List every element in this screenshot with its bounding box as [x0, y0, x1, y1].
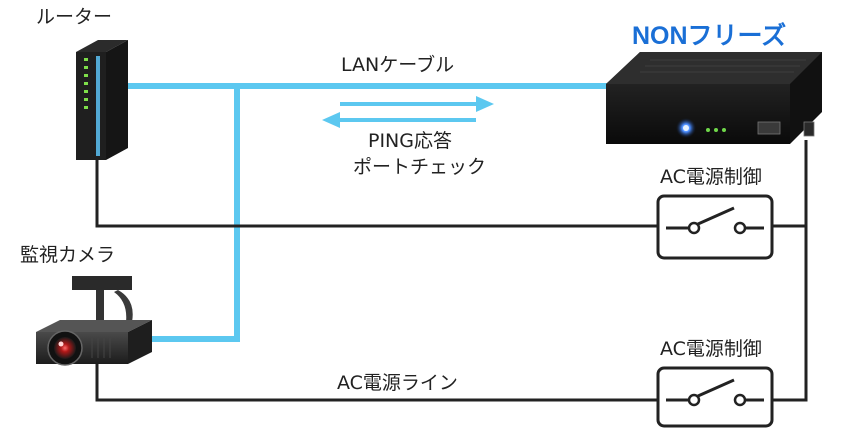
ac-control-label-2: AC電源制御 [660, 338, 762, 360]
camera-label: 監視カメラ [20, 244, 116, 266]
ping-arrows [322, 96, 494, 128]
ac-switch-2-icon [656, 366, 774, 428]
power-line-main [772, 140, 808, 402]
ac-control-label-1: AC電源制御 [660, 166, 762, 188]
power-line-router [95, 160, 658, 228]
router-icon [76, 40, 128, 160]
power-lines [95, 140, 808, 402]
port-check-label: ポートチェック [353, 156, 487, 178]
lan-cable-label: LANケーブル [341, 54, 455, 76]
nonfreeze-device-icon [606, 52, 822, 144]
brand-logo: NONフリーズ [632, 22, 787, 50]
camera-icon [36, 276, 152, 366]
router-label: ルーター [36, 6, 113, 28]
ping-label: PING応答 [368, 130, 452, 152]
ac-switch-1-icon [656, 194, 774, 260]
power-line-camera [95, 362, 658, 402]
arrow-right-icon [476, 96, 494, 112]
arrow-left-icon [322, 112, 340, 128]
ac-line-label: AC電源ライン [337, 372, 458, 394]
lan-cables [117, 83, 615, 342]
